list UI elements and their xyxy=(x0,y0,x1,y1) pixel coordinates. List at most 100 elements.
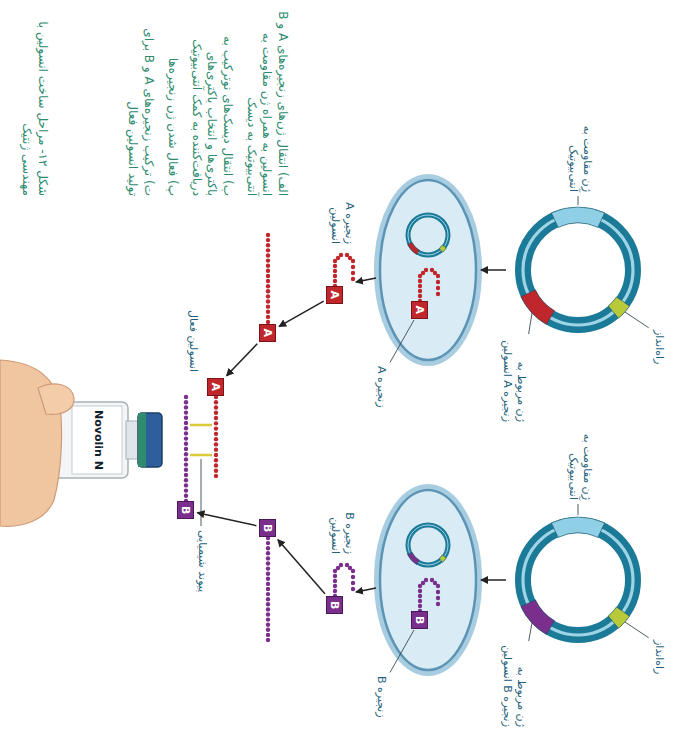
plasmid-stripe xyxy=(408,215,448,255)
disulfide-bond xyxy=(190,454,212,457)
bacterium-wall xyxy=(377,177,479,363)
amino-acid-bead xyxy=(184,494,188,498)
amino-acid-bead xyxy=(184,400,188,404)
leader-line xyxy=(578,196,579,205)
leader-line xyxy=(578,504,579,515)
amino-acid-bead xyxy=(214,453,218,457)
amino-acid-bead xyxy=(184,410,188,414)
chain-letter: A xyxy=(328,291,341,300)
amino-acid-bead xyxy=(351,271,355,275)
disulfide-bond xyxy=(190,424,212,427)
part-label: راه‌انداز xyxy=(652,330,666,364)
amino-acid-bead xyxy=(184,457,188,461)
insulin-chain-b xyxy=(184,395,188,503)
amino-acid-bead xyxy=(418,589,422,593)
amino-acid-bead xyxy=(184,462,188,466)
part-label: زنجیره A xyxy=(374,366,388,408)
plasmid-ring xyxy=(408,525,448,565)
amino-acid-bead xyxy=(436,596,440,600)
part-label: ژن مقاومت به آنتی‌بیوتیک xyxy=(565,416,594,500)
amino-acid-bead xyxy=(184,395,188,399)
amino-acid-bead xyxy=(333,279,337,283)
vial-cap-ring xyxy=(138,413,146,467)
process-arrow xyxy=(279,301,324,326)
amino-acid-bead xyxy=(351,581,355,585)
chain-a-tag: A xyxy=(207,378,224,397)
amino-acid-bead xyxy=(266,561,270,565)
amino-acid-bead xyxy=(418,284,422,288)
amino-acid-bead xyxy=(266,566,270,570)
amino-acid-bead xyxy=(333,574,337,578)
amino-acid-bead xyxy=(214,411,218,415)
amino-acid-bead xyxy=(214,400,218,404)
hand xyxy=(0,360,74,526)
vial-label xyxy=(72,406,122,474)
amino-acid-bead xyxy=(266,577,270,581)
folded-chain xyxy=(418,578,440,613)
leader-line xyxy=(529,623,532,641)
amino-acid-bead xyxy=(184,473,188,477)
plasmid xyxy=(521,207,633,325)
part-label: ژن مربوط به زنجیره B انسولین xyxy=(499,645,528,727)
step-arrow xyxy=(356,588,376,592)
amino-acid-bead xyxy=(436,292,440,296)
insulin-gene-segment xyxy=(408,552,420,564)
resistance-gene-segment xyxy=(551,207,604,227)
amino-acid-bead xyxy=(333,274,337,278)
amino-acid-bead xyxy=(184,442,188,446)
promoter-segment xyxy=(439,245,446,252)
part-label: انسولین فعال xyxy=(186,310,200,372)
amino-acid-bead xyxy=(333,579,337,583)
chain-b-tag: B xyxy=(326,596,343,614)
amino-acid-bead xyxy=(214,416,218,420)
amino-acid-bead xyxy=(266,304,270,308)
amino-acid-bead xyxy=(184,416,188,420)
amino-acid-bead xyxy=(266,243,270,247)
amino-acid-bead xyxy=(266,546,270,550)
amino-acid-bead xyxy=(214,432,218,436)
amino-acid-bead xyxy=(214,463,218,467)
amino-acid-bead xyxy=(436,286,440,290)
figure-caption: شکل ۱۲- مراحل ساخت انسولین با مهندسی ژنت… xyxy=(19,8,50,196)
step-text: پ) فعال شدن ژن زنجیره‌ها xyxy=(164,8,180,196)
folded-chain xyxy=(333,563,355,598)
amino-acid-bead xyxy=(266,279,270,283)
chain-a-tag: A xyxy=(326,286,343,305)
amino-acid-bead xyxy=(214,426,218,430)
amino-acid-bead xyxy=(266,310,270,314)
leader-line xyxy=(625,312,649,328)
amino-acid-bead xyxy=(424,578,428,582)
amino-acid-bead xyxy=(214,421,218,425)
plasmid-stripe xyxy=(408,525,448,565)
chain-a-tag: A xyxy=(259,324,276,343)
amino-acid-bead xyxy=(266,623,270,627)
amino-acid-bead xyxy=(351,587,355,591)
amino-acid-bead xyxy=(266,248,270,252)
insulin-chain-a xyxy=(266,233,270,324)
amino-acid-bead xyxy=(266,617,270,621)
plasmid xyxy=(408,525,448,565)
amino-acid-bead xyxy=(333,269,337,273)
leader-line xyxy=(390,320,414,363)
amino-acid-bead xyxy=(266,633,270,637)
amino-acid-bead xyxy=(184,483,188,487)
amino-acid-bead xyxy=(266,587,270,591)
amino-acid-bead xyxy=(351,575,355,579)
amino-acid-bead xyxy=(266,238,270,242)
amino-acid-bead xyxy=(339,253,343,257)
amino-acid-bead xyxy=(184,488,188,492)
insulin-gene-segment xyxy=(521,600,555,635)
chain-letter: B xyxy=(413,616,426,624)
bacterium-wall xyxy=(377,487,479,673)
leader-line xyxy=(390,630,414,673)
chain-letter: B xyxy=(328,601,341,609)
part-label: پیوند شیمیایی xyxy=(195,530,209,592)
amino-acid-bead xyxy=(266,289,270,293)
step-text: الف) انتقال ژن‌های زنجیره‌های A و B انسو… xyxy=(243,8,290,196)
hand-thumb xyxy=(38,384,74,414)
amino-acid-bead xyxy=(266,233,270,237)
amino-acid-bead xyxy=(266,551,270,555)
amino-acid-bead xyxy=(266,299,270,303)
